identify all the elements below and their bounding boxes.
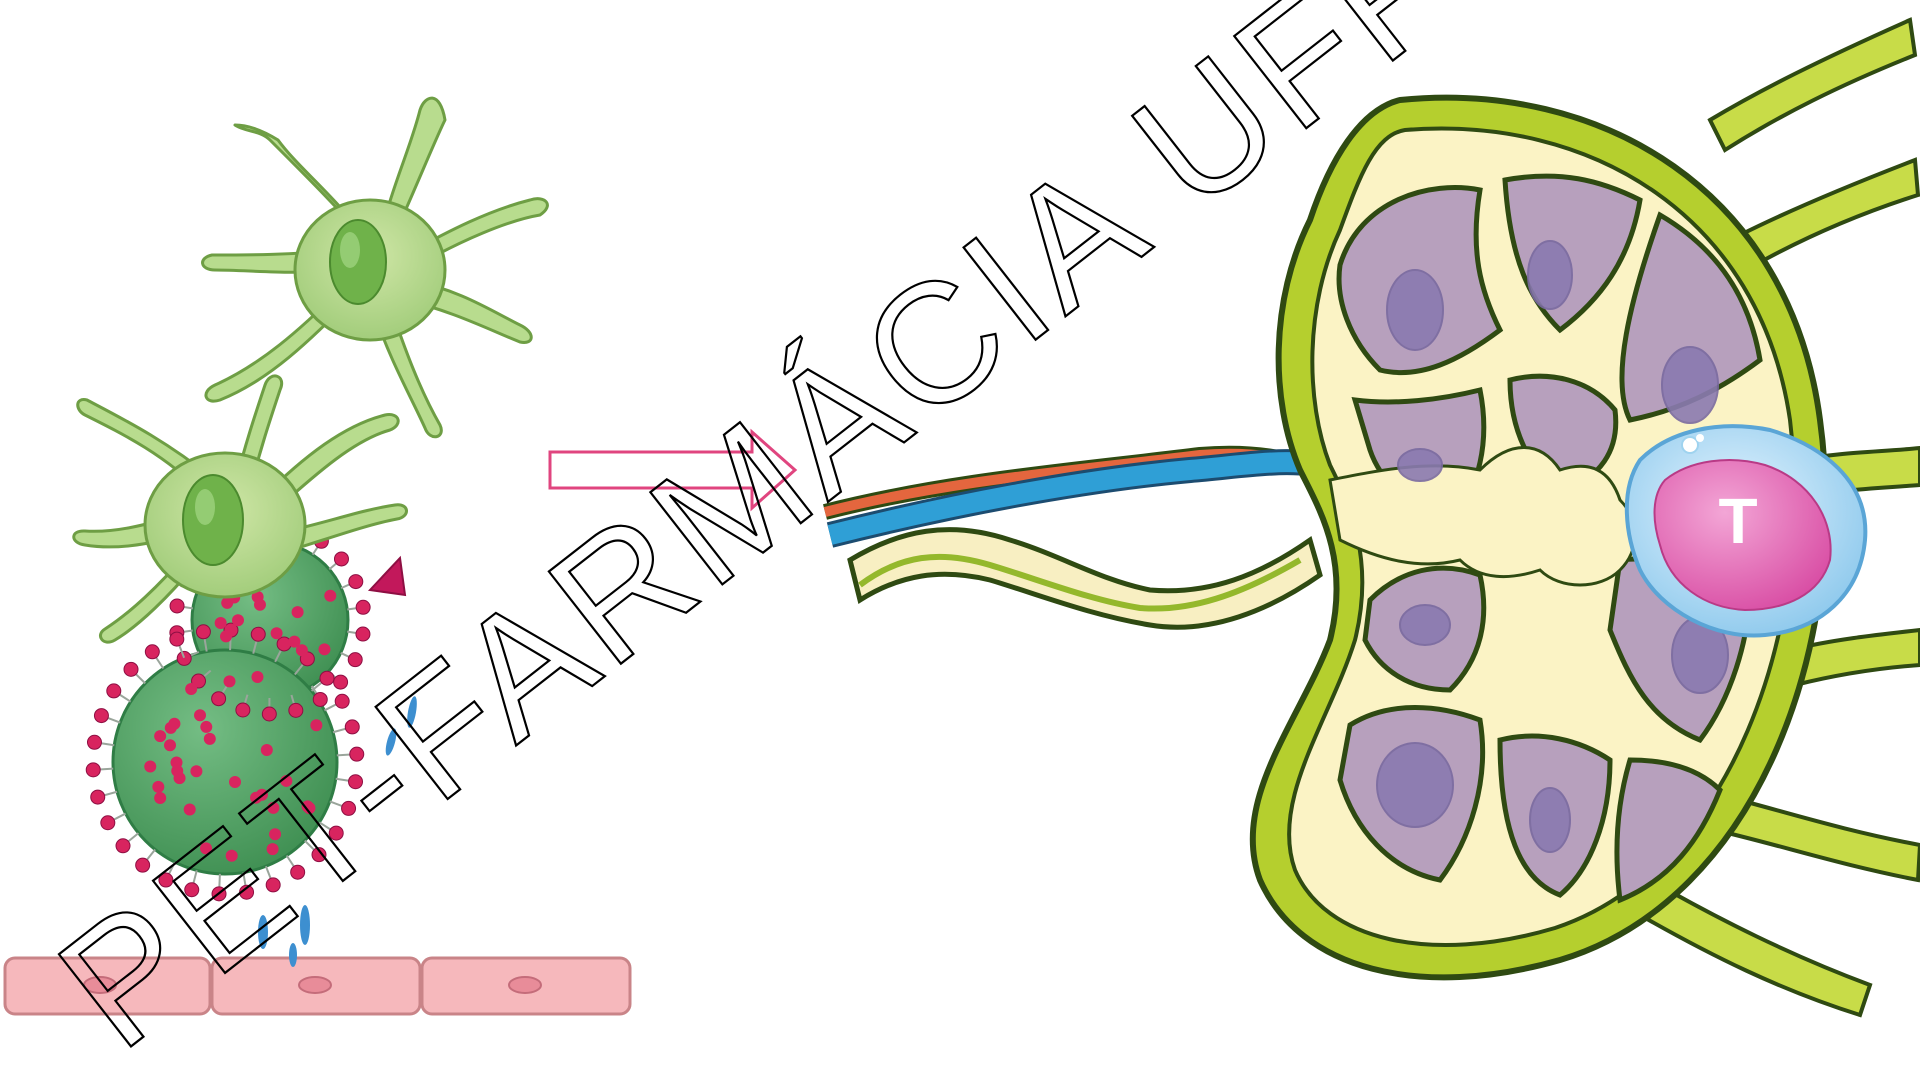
efferent-vessel [850, 530, 1320, 628]
spike-head [170, 599, 184, 613]
dendritic-cell-nucleus [330, 220, 386, 304]
dendritic-cell-nucleus [183, 475, 243, 565]
surface-antigen [190, 765, 202, 777]
epithelial-nucleus [509, 977, 541, 993]
germinal-center [1528, 241, 1572, 309]
spike-head [320, 671, 334, 685]
spike-head [107, 684, 121, 698]
germinal-center [1398, 449, 1442, 481]
spike-head [87, 735, 101, 749]
spike-head [212, 692, 226, 706]
surface-antigen [168, 718, 180, 730]
spike-head [177, 651, 191, 665]
surface-antigen [200, 721, 212, 733]
spike-head [86, 763, 100, 777]
surface-antigen [154, 730, 166, 742]
spike-head [170, 632, 184, 646]
surface-antigen [164, 739, 176, 751]
surface-antigen [318, 643, 330, 655]
spike-head [348, 653, 362, 667]
germinal-center [1400, 605, 1450, 645]
surface-antigen [251, 671, 263, 683]
spike-head [101, 816, 115, 830]
surface-antigen [292, 606, 304, 618]
surface-antigen [271, 627, 283, 639]
surface-antigen [220, 630, 232, 642]
spike-head [262, 707, 276, 721]
spike-head [334, 552, 348, 566]
surface-antigen [144, 761, 156, 773]
surface-antigen [215, 617, 227, 629]
surface-antigen [171, 765, 183, 777]
surface-antigen [154, 792, 166, 804]
surface-antigen [224, 675, 236, 687]
germinal-center [1377, 743, 1453, 827]
antigen-triangle [370, 558, 405, 595]
spike-head [91, 790, 105, 804]
surface-antigen [194, 709, 206, 721]
spike-head [251, 627, 265, 641]
spike-head [94, 709, 108, 723]
surface-antigen [185, 683, 197, 695]
surface-antigen [221, 597, 233, 609]
germinal-center [1662, 347, 1718, 423]
spike-head [124, 662, 138, 676]
germinal-center [1387, 270, 1443, 350]
spike-head [145, 645, 159, 659]
spike-head [349, 575, 363, 589]
surface-antigen [324, 590, 336, 602]
surface-antigen [152, 781, 164, 793]
spike-head [356, 600, 370, 614]
spike-head [116, 839, 130, 853]
spike-head [356, 627, 370, 641]
epithelial-nucleus [299, 977, 331, 993]
spike-head [289, 703, 303, 717]
t-cell-label: T [1718, 485, 1757, 557]
surface-antigen [204, 733, 216, 745]
spike-head [236, 703, 250, 717]
dendritic-cell-upper [203, 98, 548, 437]
germinal-center [1530, 788, 1570, 852]
spike-head [196, 625, 210, 639]
surface-antigen [296, 644, 308, 656]
surface-antigen [232, 614, 244, 626]
